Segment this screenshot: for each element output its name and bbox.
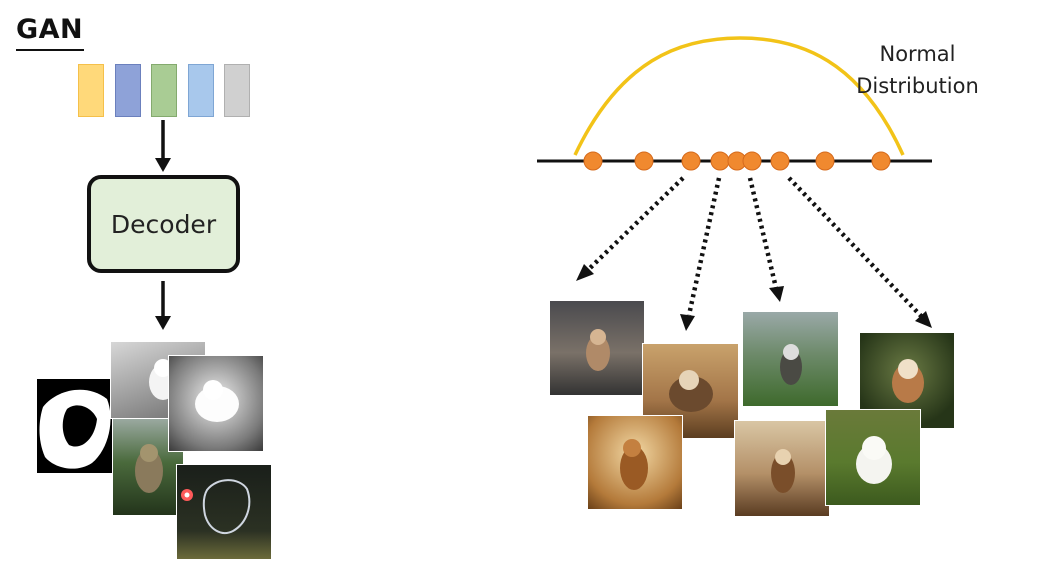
sample-image-city-dog	[549, 300, 645, 396]
dotted-arrow-3-head	[769, 286, 784, 302]
dotted-arrow-1	[588, 178, 683, 270]
sample-point-8	[816, 152, 834, 170]
arrow-decoder-to-images-head	[155, 316, 171, 330]
dotted-arrow-3	[750, 178, 776, 288]
sample-point-4	[711, 152, 729, 170]
sample-point-3	[682, 152, 700, 170]
dotted-arrow-4	[789, 178, 922, 317]
sample-image-dust-dog-1	[587, 415, 683, 510]
dotted-arrow-2	[689, 178, 719, 315]
dotted-arrow-2-head	[680, 314, 695, 331]
sample-point-6	[743, 152, 761, 170]
sample-point-9	[872, 152, 890, 170]
output-image-dark-outline-dog	[176, 464, 272, 560]
output-image-bw-silhouette	[36, 378, 116, 474]
output-image-grayscale-dog-2	[168, 355, 264, 452]
sample-point-1	[584, 152, 602, 170]
distribution-label: Normal Distribution	[850, 38, 985, 102]
sample-point-7	[771, 152, 789, 170]
sample-image-husky	[742, 311, 839, 407]
arrow-tokens-to-decoder-head	[155, 158, 171, 172]
dotted-arrow-4-head	[915, 311, 932, 328]
sample-point-2	[635, 152, 653, 170]
sample-image-white-dog	[825, 409, 921, 506]
sample-image-dust-dog-2	[734, 420, 830, 517]
